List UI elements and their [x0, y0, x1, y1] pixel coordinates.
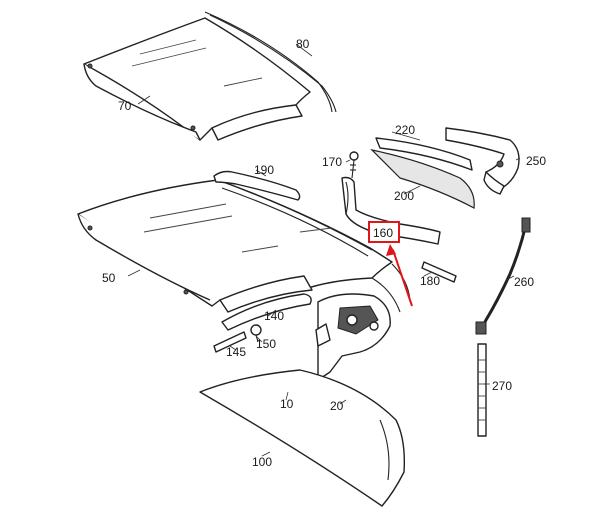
callout-145[interactable]: 145 — [226, 345, 246, 359]
callout-80[interactable]: 80 — [296, 37, 310, 51]
part-145-pin[interactable] — [213, 331, 247, 353]
part-270-rod[interactable] — [477, 343, 487, 437]
part-200-trim-panel[interactable] — [370, 149, 475, 209]
callout-50[interactable]: 50 — [102, 271, 116, 285]
part-100-cover[interactable] — [199, 369, 406, 507]
callout-70[interactable]: 70 — [118, 99, 132, 113]
callout-10[interactable]: 10 — [280, 397, 294, 411]
callout-220[interactable]: 220 — [395, 123, 415, 137]
leader-lines — [127, 43, 521, 457]
callout-180[interactable]: 180 — [420, 274, 440, 288]
callout-20[interactable]: 20 — [330, 399, 344, 413]
highlight-box-160 — [368, 221, 400, 243]
callout-160[interactable]: 160 — [373, 226, 393, 240]
part-80-seal-strip[interactable] — [204, 11, 337, 113]
part-140-seal-strip[interactable] — [221, 293, 312, 331]
callout-140[interactable]: 140 — [264, 309, 284, 323]
part-180-pin[interactable] — [421, 261, 457, 283]
callout-270[interactable]: 270 — [492, 379, 512, 393]
part-50-roof-panel[interactable] — [77, 179, 393, 313]
callout-100[interactable]: 100 — [252, 455, 272, 469]
callout-190[interactable]: 190 — [254, 163, 274, 177]
callout-150[interactable]: 150 — [256, 337, 276, 351]
part-260-cable[interactable] — [475, 217, 531, 335]
part-250-hinge-arm[interactable] — [445, 127, 520, 195]
callout-200[interactable]: 200 — [394, 189, 414, 203]
part-70-roof-panel[interactable] — [83, 17, 311, 141]
callout-170[interactable]: 170 — [322, 155, 342, 169]
part-220-seal[interactable] — [375, 137, 473, 171]
callout-250[interactable]: 250 — [526, 154, 546, 168]
part-170-screw[interactable] — [349, 151, 359, 179]
highlight-arrow — [386, 244, 413, 307]
part-190-bracket[interactable] — [213, 170, 301, 201]
callout-260[interactable]: 260 — [514, 275, 534, 289]
hinge-mechanism[interactable] — [315, 263, 411, 381]
